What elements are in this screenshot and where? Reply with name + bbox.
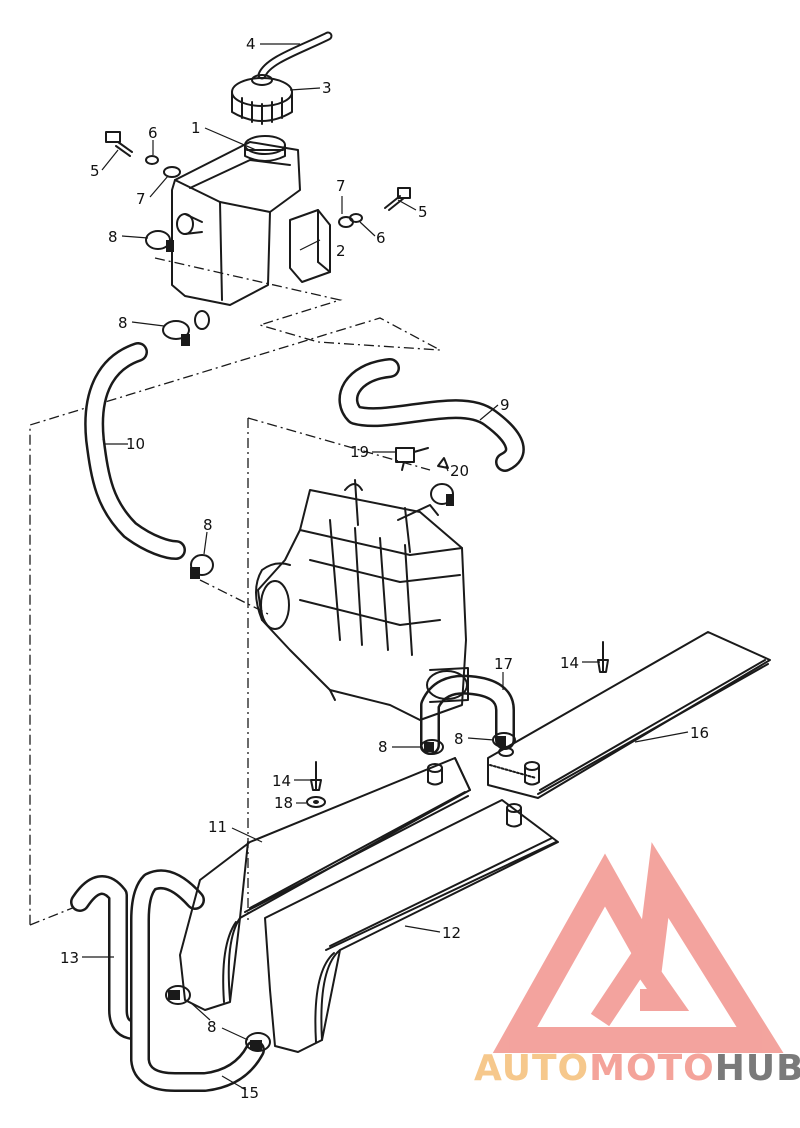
mounting-bracket: [289, 209, 331, 283]
clamp-8-d: [430, 483, 454, 506]
watermark-hub: HUB: [715, 1048, 800, 1089]
callout-8-a: 8: [108, 228, 118, 246]
clamp-8-g: [165, 985, 191, 1005]
washers: [145, 155, 363, 228]
watermark-logo: [492, 842, 784, 1053]
callout-13: 13: [60, 949, 79, 967]
hose-clamps: [145, 230, 516, 1052]
callout-8-b: 8: [118, 314, 128, 332]
callout-5-left: 5: [90, 162, 100, 180]
callout-8-g: 8: [207, 1018, 217, 1036]
clamp-8-b: [162, 310, 210, 346]
callout-15: 15: [240, 1084, 259, 1102]
callout-14-upper: 14: [560, 654, 579, 672]
callout-19: 19: [350, 443, 369, 461]
callout-18: 18: [274, 794, 293, 812]
hose-9: [338, 358, 525, 472]
callout-7-left: 7: [136, 190, 146, 208]
assembly-guide-lines: [29, 257, 441, 926]
watermark-moto: MOTO: [589, 1048, 715, 1089]
callout-6-left: 6: [148, 124, 158, 142]
callout-labels: 1 2 3 4 5 5 6 6 7 7 8 8 8 8 8 8 9 10 11 …: [60, 35, 709, 1102]
callout-11: 11: [208, 818, 227, 836]
clamp-8-c: [190, 554, 214, 579]
bolt-left: [105, 131, 133, 157]
callout-10: 10: [126, 435, 145, 453]
callout-4: 4: [246, 35, 256, 53]
callout-8-c: 8: [203, 516, 213, 534]
clamp-8-h: [245, 1032, 271, 1052]
hose-13: [70, 875, 142, 1040]
callout-1: 1: [191, 119, 201, 137]
vent-tube: [257, 31, 333, 80]
screw-14-upper: [597, 641, 609, 673]
callout-8-e: 8: [378, 738, 388, 756]
engine-block: [255, 479, 469, 721]
hose-15: [130, 869, 265, 1092]
callout-5-right: 5: [418, 203, 428, 221]
watermark-text: AUTOMOTOHUB: [474, 1048, 800, 1089]
temperature-sensor: [395, 447, 449, 471]
radiator-11: [179, 757, 471, 1011]
callout-3: 3: [322, 79, 332, 97]
watermark-auto: AUTO: [474, 1048, 589, 1089]
filler-cap: [231, 74, 293, 125]
hose-10: [84, 342, 186, 560]
callout-12: 12: [442, 924, 461, 942]
clamp-8-a: [145, 230, 174, 252]
callout-7-right: 7: [336, 177, 346, 195]
coolant-reservoir: [171, 135, 301, 306]
callout-20: 20: [450, 462, 469, 480]
radiator-12: [264, 799, 559, 1053]
callout-17: 17: [494, 655, 513, 673]
callout-14-lower: 14: [272, 772, 291, 790]
radiator-16: [487, 631, 771, 799]
callout-16: 16: [690, 724, 709, 742]
screw-14-lower: [310, 761, 322, 791]
callout-8-f: 8: [454, 730, 464, 748]
callout-9: 9: [500, 396, 510, 414]
callout-2: 2: [336, 242, 346, 260]
bolt-right: [384, 187, 411, 211]
leader-lines: [82, 43, 689, 1091]
washer-18: [306, 796, 326, 808]
callout-6-right: 6: [376, 229, 386, 247]
